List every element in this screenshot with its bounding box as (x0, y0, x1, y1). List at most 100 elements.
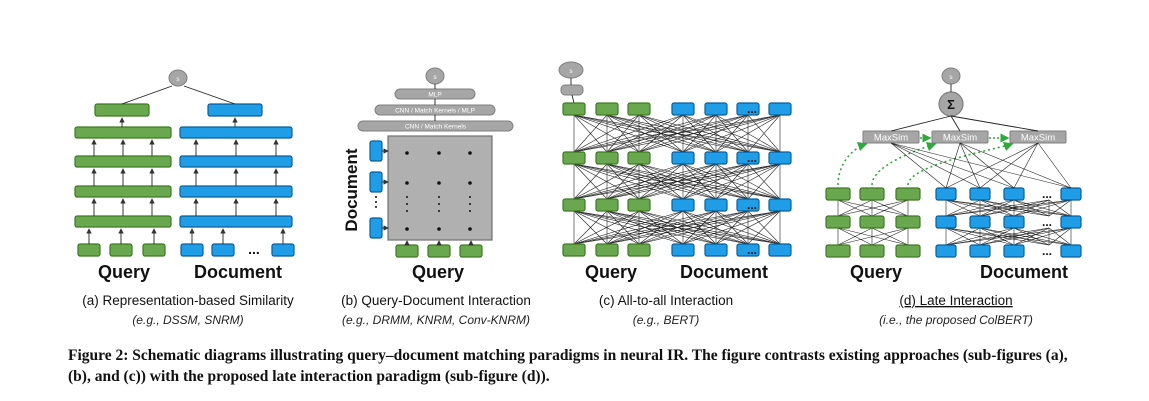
panel-b-doc-ellipsis (375, 201, 377, 203)
panel-d-query-token (825, 215, 851, 229)
panel-d-doc-to-maxsim (890, 142, 947, 189)
panel-b-layer-3 (357, 120, 514, 132)
panel-c-query-token (627, 102, 651, 116)
panel-d-doc-token (969, 244, 991, 258)
panel-d-doc-token (1003, 244, 1025, 258)
panel-d-doc-token (1060, 187, 1082, 201)
panel-b-matrix-ellipsis (469, 210, 471, 212)
panel-d-doc-edge (1013, 227, 1072, 246)
panel-a-doc-token-1 (180, 243, 204, 257)
panel-c-attention-edge (573, 114, 684, 153)
panel-a-doc-layer-3 (179, 185, 293, 198)
panel-c-attention-edge (715, 114, 781, 153)
panel-d-query-to-maxsim (871, 141, 937, 186)
panel-c-attention-edge (573, 163, 640, 200)
panel-c-attention-edge (573, 210, 717, 245)
panel-c-query-token (595, 102, 619, 116)
panel-d-query-label: Query (850, 262, 902, 282)
panel-c-attention-edge (573, 114, 640, 153)
panel-c-query-token (595, 198, 619, 212)
panel-c-attention-edge (573, 114, 717, 153)
panel-d-doc-to-maxsim (890, 142, 981, 189)
panel-c-attention-edge (573, 163, 684, 200)
panel-d-examples: (i.e., the proposed ColBERT) (879, 313, 1033, 327)
panel-d-query-edge (837, 199, 873, 217)
panel-d-query-edge (837, 227, 873, 246)
panel-c-doc-token (768, 151, 792, 165)
panel-c-attention-edge (606, 163, 781, 200)
panel-d-query-token (825, 244, 851, 258)
panel-c-attention-edge (573, 210, 640, 245)
panel-d-doc-edge (945, 199, 1050, 217)
panel-a-query-layer-4 (74, 215, 172, 228)
panel-d-doc-token (935, 187, 957, 201)
panel-b-doc-ellipsis (375, 196, 377, 198)
panel-d-title: (d) Late Interaction (899, 293, 1012, 308)
panel-c-ellipsis: ... (747, 102, 757, 116)
panel-b-matrix-cell (405, 181, 409, 185)
panel-d-doc-edge (979, 227, 1050, 246)
panel-b-layer-label-1: MLP (428, 92, 441, 99)
panel-d-doc-edge (1048, 199, 1072, 217)
panel-a-doc-token-2 (211, 243, 235, 257)
panel-b-layer-label-3: CNN / Match Kernels (405, 124, 467, 131)
panel-c-attention-edge (715, 210, 781, 245)
panel-d-query-to-maxsim (907, 141, 1014, 186)
panel-d-doc-edge (1013, 227, 1050, 246)
panel-d-query-token (895, 187, 921, 201)
panel-c-attention-edge (682, 210, 717, 245)
panel-c-query-token (595, 243, 619, 257)
panel-a-examples: (e.g., DSSM, SNRM) (132, 313, 243, 327)
panel-d-ellipsis: ... (1042, 215, 1052, 229)
panel-a-query-token-2 (109, 243, 133, 257)
panel-b-matrix-ellipsis (469, 196, 471, 198)
panel-c-attention-edge (682, 210, 781, 245)
panel-b-matrix-cell (468, 181, 472, 185)
panel-d-query-token (825, 187, 851, 201)
panel-a-query-layer-2 (74, 155, 172, 168)
panel-a-query-token-1 (77, 243, 101, 257)
panel-c-attention-edge (573, 210, 749, 245)
panel-a-query-layer-3 (74, 185, 172, 198)
panel-b-doc-token-2 (369, 171, 383, 193)
figure-caption: Figure 2: Schematic diagrams illustratin… (68, 347, 1068, 385)
panel-c-ellipsis: ... (747, 151, 757, 165)
panel-c-attention-edge (573, 210, 781, 245)
panel-b-matrix-ellipsis (469, 203, 471, 205)
panel-d-query-to-maxsim (837, 141, 868, 186)
panel-c-attention-edge (573, 114, 749, 153)
panel-a-connector-left (121, 85, 173, 105)
panel-c-all-to-all: s............ (558, 61, 792, 257)
panel-d-doc-to-maxsim (959, 142, 981, 189)
panel-a-doc-layer-4 (179, 215, 293, 228)
panel-c-doc-token (704, 198, 728, 212)
panel-a-representation: s... (74, 69, 295, 257)
panel-d-doc-token (1003, 187, 1025, 201)
panel-d-query-edge (837, 227, 909, 246)
panel-c-attention-edge (747, 114, 781, 153)
panel-c-query-token (562, 243, 586, 257)
panel-d-doc-to-maxsim (979, 142, 1039, 189)
panel-c-score-label: s (569, 68, 573, 75)
panel-c-query-token (562, 198, 586, 212)
panel-d-doc-token (1060, 244, 1082, 258)
panel-a-document-label: Document (194, 262, 282, 282)
panel-d-sum-edge (950, 115, 1039, 132)
panel-a-ellipsis: ... (248, 241, 260, 257)
panel-b-doc-token-1 (369, 140, 383, 162)
panel-d-doc-to-maxsim (890, 142, 1072, 189)
panel-c-doc-token (736, 151, 760, 165)
panel-d-doc-to-maxsim (959, 142, 1015, 189)
panel-c-attention-edge (573, 114, 781, 153)
panel-d-doc-edge (945, 227, 1050, 246)
panel-c-attention-edge (573, 163, 717, 200)
panel-b-query-label: Query (412, 262, 464, 282)
panel-a-doc-layer-1 (179, 126, 293, 139)
panel-d-doc-edge (1013, 199, 1072, 217)
panel-c-attention-edge (573, 163, 608, 200)
panel-c-query-token (595, 151, 619, 165)
panel-c-ellipsis: ... (747, 243, 757, 257)
